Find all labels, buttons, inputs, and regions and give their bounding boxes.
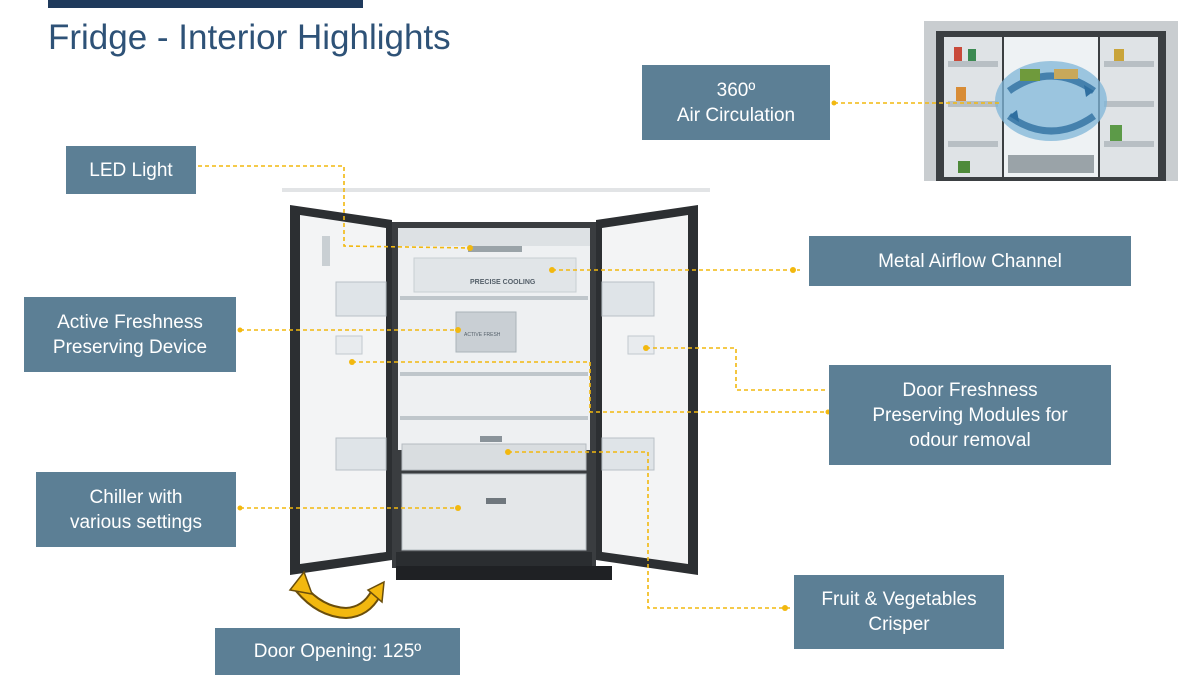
callout-chiller: Chiller with various settings — [36, 472, 236, 547]
leader-door-freshness-right — [646, 347, 828, 391]
callout-air-circulation: 360º Air Circulation — [642, 65, 830, 140]
slide-title: Fridge - Interior Highlights — [48, 18, 451, 57]
leader-dot — [505, 449, 511, 455]
leader-dot — [790, 267, 796, 273]
leader-dot — [549, 267, 555, 273]
callout-led-light: LED Light — [66, 146, 196, 194]
callout-door-opening: Door Opening: 125º — [215, 628, 460, 675]
header-accent-bar — [48, 0, 363, 8]
leader-crisper — [508, 451, 790, 609]
leader-dot — [831, 100, 837, 106]
leader-dot — [782, 605, 788, 611]
leader-dot — [643, 345, 649, 351]
active-fresh-label: ACTIVE FRESH — [464, 332, 501, 338]
callout-active-freshness-device: Active Freshness Preserving Device — [24, 297, 236, 372]
leader-dot — [467, 245, 473, 251]
leader-dot — [455, 505, 461, 511]
leader-dot — [349, 359, 355, 365]
air-circulation-photo — [924, 21, 1178, 181]
callout-door-freshness-modules: Door Freshness Preserving Modules for od… — [829, 365, 1111, 465]
precise-cooling-label: PRECISE COOLING — [470, 279, 536, 286]
leader-door-freshness-center — [589, 362, 828, 413]
leader-dot — [455, 327, 461, 333]
leader-dot — [237, 505, 243, 511]
leader-led-light — [198, 165, 471, 249]
callout-crisper: Fruit & Vegetables Crisper — [794, 575, 1004, 649]
callout-metal-airflow-channel: Metal Airflow Channel — [809, 236, 1131, 286]
leader-dot — [237, 327, 243, 333]
